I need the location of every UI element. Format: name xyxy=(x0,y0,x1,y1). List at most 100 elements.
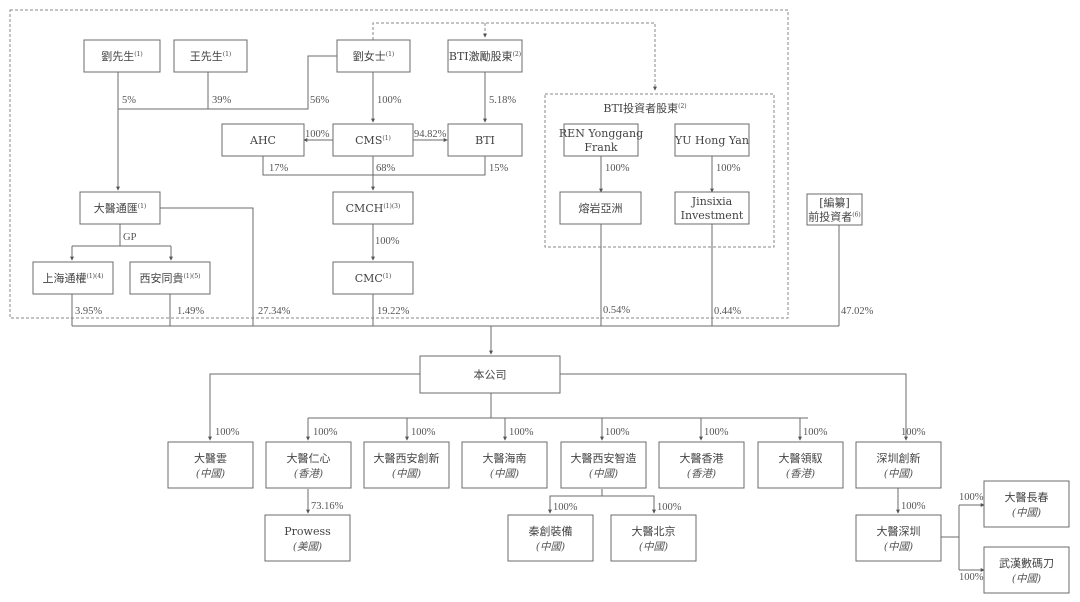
node-yu: YU Hong Yan xyxy=(674,123,750,157)
node-label: Investment xyxy=(681,209,744,222)
edge-label: 100% xyxy=(375,236,400,247)
node-box xyxy=(264,514,351,562)
node-label: 上海通權(1)(4) xyxy=(43,271,104,285)
edge-label: 100% xyxy=(305,129,330,140)
edge-label: 27.34% xyxy=(258,306,291,317)
node-label: 前投資者(6) xyxy=(808,210,861,224)
node-box xyxy=(559,191,642,225)
node-box xyxy=(332,123,414,157)
node-box xyxy=(167,441,254,489)
node-shanghai-tongquan: 上海通權(1)(4) xyxy=(32,261,114,295)
edge-label: 39% xyxy=(212,95,232,106)
node-label: CMCH(1)(3) xyxy=(346,202,401,215)
node-box xyxy=(332,191,414,225)
node-label: (香港) xyxy=(687,468,716,480)
node-label: REN Yonggang xyxy=(559,127,643,140)
node-box xyxy=(674,123,750,157)
node-label: 大醫西安智造 xyxy=(571,451,637,465)
node-label: (香港) xyxy=(786,468,815,480)
node-label: (中國) xyxy=(392,468,421,480)
node-box xyxy=(806,193,863,226)
node-label: (美國) xyxy=(293,541,322,553)
edge-label: 100% xyxy=(901,501,926,512)
node-dayi-shenzhen: 大醫深圳 (中國) xyxy=(855,514,942,562)
edge-label: 100% xyxy=(959,572,984,583)
edge-label: 100% xyxy=(657,502,682,513)
node-label: Frank xyxy=(584,141,618,154)
node-box xyxy=(221,123,305,157)
node-prowess: Prowess (美國) xyxy=(264,514,351,562)
node-label: 大醫西安創新 xyxy=(374,451,440,465)
node-box xyxy=(83,39,161,73)
node-label: [編纂] xyxy=(819,196,850,210)
node-label: 大醫長春 xyxy=(1005,490,1049,504)
node-box xyxy=(507,514,594,562)
node-dayi-hk: 大醫香港 (香港) xyxy=(658,441,745,489)
edge-label: 100% xyxy=(509,427,534,438)
node-label: 大醫領馭 xyxy=(779,451,823,465)
node-box xyxy=(447,123,523,157)
node-dayi-xian-zhizao: 大醫西安智造 (中國) xyxy=(560,441,647,489)
edge-label: 100% xyxy=(704,427,729,438)
node-label: 大醫仁心 xyxy=(287,451,331,465)
node-label: (中國) xyxy=(1012,507,1041,519)
node-label: (香港) xyxy=(294,468,323,480)
edge-label: 100% xyxy=(411,427,436,438)
node-box xyxy=(419,355,561,394)
edge-label: 15% xyxy=(489,163,509,174)
node-box xyxy=(79,191,161,225)
node-box xyxy=(461,441,548,489)
edge-label: 0.54% xyxy=(603,305,630,316)
node-label: BTI xyxy=(475,134,495,147)
node-wuhan-shumadao: 武漢數碼刀(中國) xyxy=(983,546,1070,594)
node-box xyxy=(674,191,750,225)
node-box xyxy=(658,441,745,489)
dashed-link-liu-to-bti-investors xyxy=(372,22,657,91)
node-label: (中國) xyxy=(589,468,618,480)
node-box xyxy=(563,123,639,157)
node-cmc: CMC(1) xyxy=(332,261,414,295)
edge-label: 19.22% xyxy=(377,306,410,317)
node-dayi-beijing: 大醫北京(中國) xyxy=(610,514,697,562)
node-label: (中國) xyxy=(884,541,913,553)
node-dayi-yun: 大醫雲(中國) xyxy=(167,441,254,489)
edge-label: 47.02% xyxy=(841,306,874,317)
node-box xyxy=(363,441,450,489)
node-label: 深圳創新 xyxy=(877,451,921,465)
node-dayi-renxin: 大醫仁心 (香港) xyxy=(265,441,352,489)
node-box xyxy=(332,261,414,295)
node-box xyxy=(32,261,114,295)
node-box xyxy=(983,546,1070,594)
node-wang-xiansheng: 王先生(1) xyxy=(173,39,248,73)
edge-label: 5.18% xyxy=(489,95,516,106)
edge-label: 1.49% xyxy=(177,306,204,317)
node-label: 本公司 xyxy=(474,368,507,382)
node-label: 熔岩亞洲 xyxy=(579,201,623,215)
node-label: 劉女士(1) xyxy=(353,49,395,63)
node-shenzhen-chuangxin: 深圳創新 (中國) xyxy=(855,441,942,489)
node-label: (中國) xyxy=(884,468,913,480)
node-label: 劉先生(1) xyxy=(101,49,143,63)
node-rongyan: 熔岩亞洲 xyxy=(559,191,642,225)
node-label: Prowess xyxy=(284,525,331,538)
node-dayi-lingyu: 大醫領馭 (香港) xyxy=(757,441,844,489)
edge-label: 100% xyxy=(605,163,630,174)
node-label: (中國) xyxy=(1012,573,1041,585)
node-cmch: CMCH(1)(3) xyxy=(332,191,414,225)
node-label: (中國) xyxy=(490,468,519,480)
node-liu-xiansheng: 劉先生(1) xyxy=(83,39,161,73)
node-label: 大醫香港 xyxy=(680,451,724,465)
edge-label: GP xyxy=(123,232,137,243)
controlling-group-boundary xyxy=(9,9,789,319)
edge-label: 94.82% xyxy=(414,129,447,140)
node-xian-tonggui: 西安同貴(1)(5) xyxy=(129,261,211,295)
node-label: 大醫深圳 xyxy=(877,524,921,538)
node-box xyxy=(610,514,697,562)
edge-label: 100% xyxy=(716,163,741,174)
node-label: 王先生(1) xyxy=(190,49,232,63)
node-dayi-tonghui: 大醫通匯(1) xyxy=(79,191,161,225)
node-label: 大醫北京 xyxy=(632,524,676,538)
